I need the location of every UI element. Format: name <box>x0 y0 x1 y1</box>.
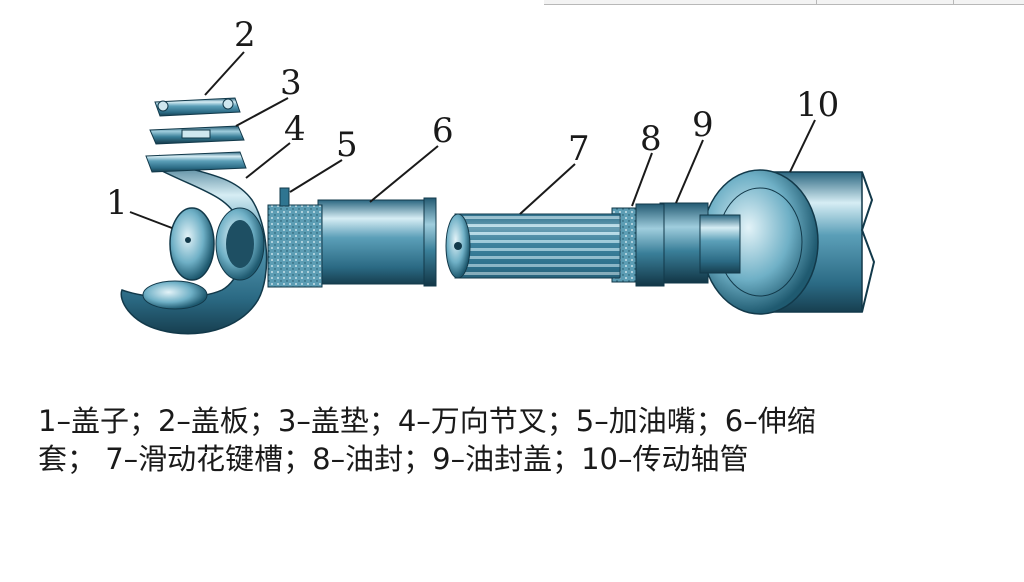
grease-fitting <box>267 187 323 288</box>
legend-line-1: 1–盖子；2–盖板；3–盖垫；4–万向节叉；5–加油嘴；6–伸缩 <box>38 404 816 438</box>
parts-legend: 1–盖子；2–盖板；3–盖垫；4–万向节叉；5–加油嘴；6–伸缩 套； 7–滑动… <box>38 402 998 478</box>
window-top-edge <box>544 0 1024 5</box>
label-3: 3 <box>280 63 302 103</box>
label-1: 1 <box>106 183 128 223</box>
oil-seal-cap <box>659 202 741 284</box>
label-2: 2 <box>234 15 256 55</box>
label-6: 6 <box>432 111 454 151</box>
label-7: 7 <box>568 129 590 169</box>
leader-lines <box>129 51 816 229</box>
cover-gasket <box>145 125 247 173</box>
sliding-spline <box>445 213 621 279</box>
telescopic-sleeve <box>317 197 437 287</box>
label-9: 9 <box>692 105 714 145</box>
cover-plate <box>154 97 241 117</box>
label-10: 10 <box>796 85 839 125</box>
cap <box>169 207 215 281</box>
label-4: 4 <box>284 109 306 149</box>
label-5: 5 <box>336 125 358 165</box>
label-8: 8 <box>640 119 662 159</box>
driveshaft-diagram: 2 3 4 5 6 7 8 9 10 1 <box>106 15 876 335</box>
drive-shaft-tube <box>701 169 876 315</box>
legend-line-2: 套； 7–滑动花键槽；8–油封；9–油封盖；10–传动轴管 <box>38 442 749 476</box>
universal-joint-yoke <box>120 154 268 335</box>
